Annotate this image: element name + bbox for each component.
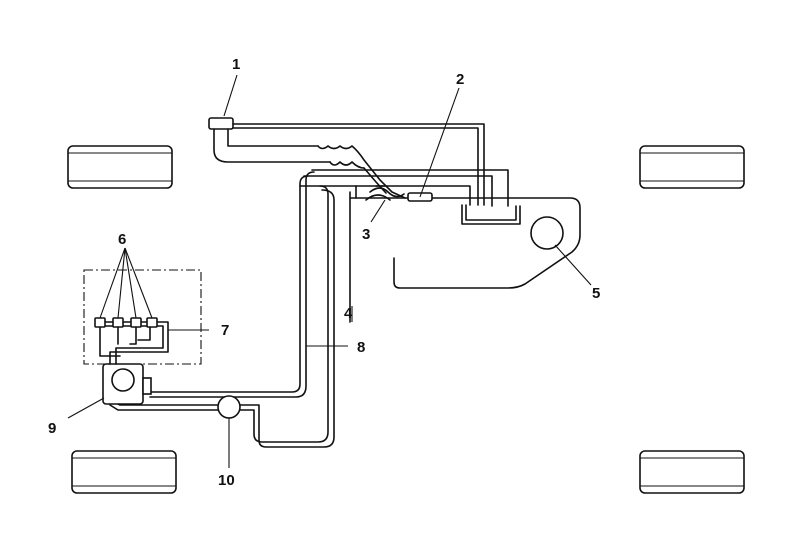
callout-3: 3: [362, 226, 370, 243]
fuel-lines: [109, 171, 357, 448]
leader-lines: [67, 74, 592, 468]
wheel-front-left: [67, 145, 173, 189]
fuel-pump-circle: [530, 216, 564, 250]
callout-2: 2: [456, 71, 464, 88]
callout-9: 9: [48, 420, 56, 437]
callout-labels: 1 2 3 4 5 6 7 8 9 10: [48, 56, 600, 489]
callout-1: 1: [232, 56, 240, 73]
callout-10: 10: [218, 472, 235, 489]
fuel-filter: [217, 395, 241, 419]
callout-4: 4: [344, 305, 353, 322]
fuel-filler-cap: [208, 117, 234, 130]
vent-lines: [232, 123, 521, 225]
injector-assembly: [83, 269, 202, 365]
wheel-rear-left: [71, 450, 177, 494]
injection-pump: [102, 363, 152, 405]
callout-5: 5: [592, 285, 600, 302]
filler-hose: [365, 185, 405, 201]
wheel-rear-right: [639, 450, 745, 494]
fuel-tank: [349, 197, 581, 289]
callout-7: 7: [221, 322, 229, 339]
wheel-front-right: [639, 145, 745, 189]
callout-8: 8: [357, 339, 365, 356]
callout-6: 6: [118, 231, 126, 248]
